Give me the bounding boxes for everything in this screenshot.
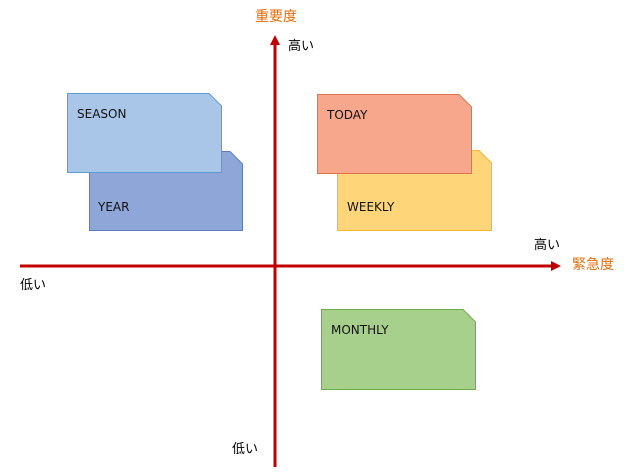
card-monthly: MONTHLY [321, 309, 476, 390]
card-today-shape [317, 94, 472, 174]
importance-high-label: 高い [288, 39, 315, 54]
card-monthly-shape [321, 309, 476, 390]
importance-axis-title: 重要度 [255, 9, 297, 25]
card-season-shape [67, 93, 222, 173]
card-today: TODAY [317, 94, 472, 174]
urgency-high-label: 高い [534, 238, 561, 253]
urgency-axis-title: 緊急度 [572, 257, 614, 273]
card-season: SEASON [67, 93, 222, 173]
card-weekly-label: WEEKLY [347, 200, 395, 214]
card-season-label: SEASON [77, 107, 127, 121]
card-year-label: YEAR [98, 200, 130, 214]
card-monthly-label: MONTHLY [331, 323, 389, 337]
card-today-label: TODAY [327, 108, 368, 122]
importance-low-label: 低い [232, 442, 259, 457]
urgency-low-label: 低い [20, 278, 47, 293]
